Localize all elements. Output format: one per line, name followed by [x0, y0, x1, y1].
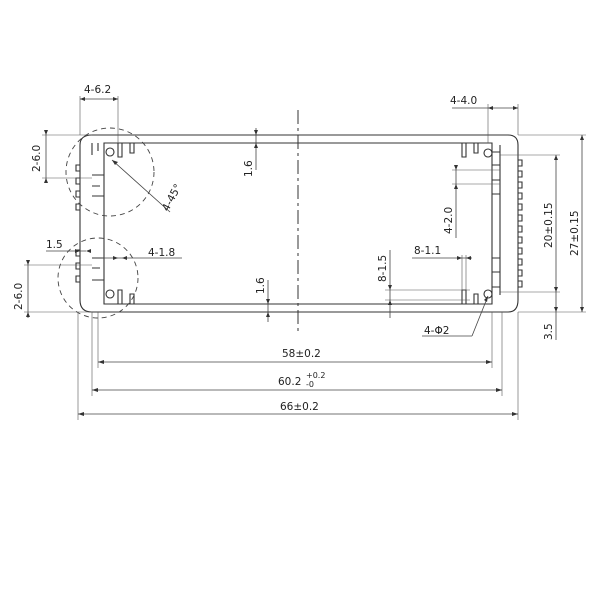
label-mid-width: 60.2 [278, 376, 301, 388]
label-wall-bottom: 1.6 [255, 277, 267, 294]
top-right-slots [461, 143, 493, 158]
label-mid-width-tol-lower: -0 [306, 380, 314, 389]
detail-circle-lower [57, 237, 139, 319]
profile-body [79, 134, 519, 313]
label-chamfer: 4-45° [160, 182, 184, 213]
left-heatsink-fins [75, 143, 104, 283]
label-inner-width: 58±0.2 [282, 348, 321, 360]
outer-outline [79, 134, 519, 313]
detail-circle-upper [65, 127, 155, 217]
label-slot-right-height: 8-1.5 [377, 255, 389, 282]
label-hole-diameter: 4-Φ2 [424, 325, 449, 337]
dimension-lines [24, 96, 586, 420]
label-wall-top: 1.6 [243, 160, 255, 177]
label-top-left-fin-spacing: 4-6.2 [84, 84, 111, 96]
label-outer-height: 27±0.15 [569, 210, 581, 256]
label-mid-width-tol-upper: +0.2 [306, 371, 325, 380]
label-top-right-fin-spacing: 4-4.0 [450, 95, 477, 107]
label-inner-height: 20±0.15 [543, 202, 555, 248]
label-left-upper-slot: 2-6.0 [31, 145, 43, 172]
inner-cavity [103, 142, 493, 305]
label-outer-width: 66±0.2 [280, 401, 319, 413]
label-edge-offset: 1.5 [46, 239, 63, 251]
label-bottom-offset: 3.5 [543, 323, 555, 340]
bottom-left-slots [105, 289, 135, 304]
label-right-groove-spacing: 4-2.0 [443, 207, 455, 234]
top-left-slots [105, 143, 135, 158]
label-left-lower-slot: 2-6.0 [13, 283, 25, 310]
label-groove-width: 4-1.8 [148, 247, 175, 259]
label-slot-right-width: 8-1.1 [414, 245, 441, 257]
